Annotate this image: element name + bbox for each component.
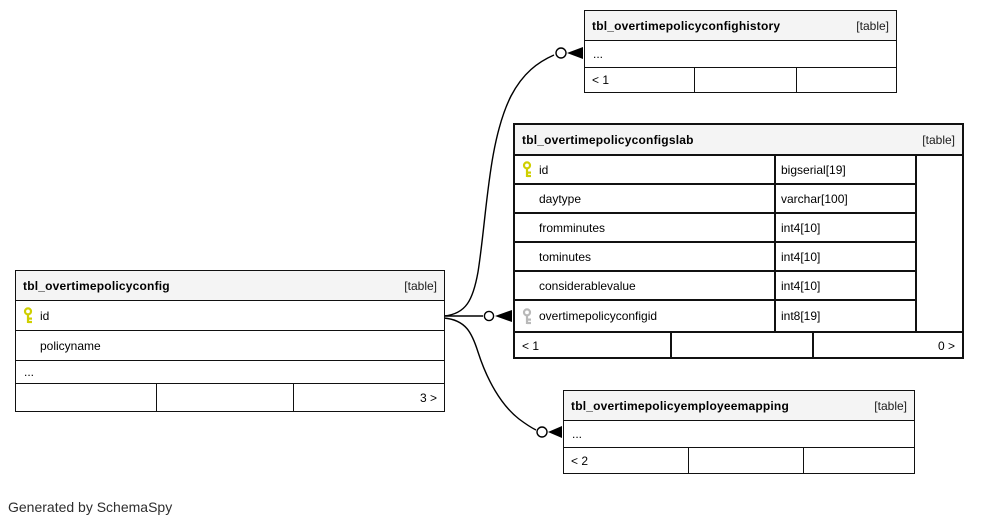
table-footer: < 1 [585, 68, 896, 92]
table-type-badge: [table] [922, 132, 955, 147]
table-node-config[interactable]: tbl_overtimepolicyconfig [table] id poli… [15, 270, 445, 412]
table-columns: id bigserial[19] daytype varchar[100] fr… [515, 156, 962, 333]
table-header[interactable]: tbl_overtimepolicyemployeemapping [table… [564, 391, 914, 421]
footer-cell: < 2 [571, 453, 589, 468]
column-type: int4[10] [774, 214, 915, 241]
table-node-employeemapping[interactable]: tbl_overtimepolicyemployeemapping [table… [563, 390, 915, 474]
zero-one-circle [555, 47, 567, 59]
table-header[interactable]: tbl_overtimepolicyconfigslab [table] [515, 125, 962, 156]
column-row-tominutes: tominutes int4[10] [515, 243, 915, 272]
table-footer: < 1 0 > [515, 333, 962, 359]
columns-ellipsis-row: ... [564, 421, 914, 448]
footer-cell [688, 448, 803, 473]
table-name: tbl_overtimepolicyconfig [23, 278, 170, 293]
table-type-badge: [table] [874, 398, 907, 413]
footer-cell [670, 333, 812, 359]
footer-cell: < 1 [592, 73, 610, 87]
table-node-confighistory[interactable]: tbl_overtimepolicyconfighistory [table] … [584, 10, 897, 93]
table-name: tbl_overtimepolicyemployeemapping [571, 398, 789, 413]
table-header[interactable]: tbl_overtimepolicyconfig [table] [16, 271, 444, 301]
columns-ellipsis-row: ... [16, 361, 444, 384]
column-row-fromminutes: fromminutes int4[10] [515, 214, 915, 243]
column-name: id [539, 162, 549, 177]
footer-cell: < 1 [522, 339, 540, 353]
table-type-badge: [table] [404, 278, 437, 293]
column-name: overtimepolicyconfigid [539, 309, 658, 323]
column-row-considerablevalue: considerablevalue int4[10] [515, 272, 915, 301]
table-node-configslab[interactable]: tbl_overtimepolicyconfigslab [table] id [513, 123, 964, 359]
column-row-id: id bigserial[19] [515, 156, 915, 185]
column-name: id [40, 308, 50, 323]
column-type: int8[19] [774, 301, 915, 331]
table-name: tbl_overtimepolicyconfigslab [522, 132, 694, 147]
relationship-line-config-configslab [444, 310, 512, 322]
footer-cell [796, 68, 896, 92]
table-footer: < 2 [564, 448, 914, 473]
zero-one-circle [536, 426, 548, 438]
primary-key-icon [522, 161, 532, 178]
footer-cell: 3 > [293, 384, 444, 411]
table-name: tbl_overtimepolicyconfighistory [592, 18, 781, 33]
column-type: int4[10] [774, 243, 915, 270]
foreign-key-icon [522, 307, 532, 324]
columns-ellipsis-row: ... [585, 41, 896, 68]
column-name: policyname [40, 338, 101, 353]
arrowhead [567, 47, 583, 59]
generator-credit: Generated by SchemaSpy [8, 499, 173, 515]
zero-one-circle [483, 310, 495, 322]
footer-cell [803, 448, 914, 473]
column-row-policyname: policyname [16, 331, 444, 361]
arrowhead [495, 310, 512, 322]
column-name: fromminutes [539, 220, 606, 235]
arrowhead [548, 426, 562, 438]
column-name: considerablevalue [539, 278, 636, 293]
column-row-daytype: daytype varchar[100] [515, 185, 915, 214]
table-footer: 3 > [16, 384, 444, 411]
column-row-overtimepolicyconfigid: overtimepolicyconfigid int8[19] [515, 301, 915, 331]
column-type: varchar[100] [774, 185, 915, 212]
column-type: int4[10] [774, 272, 915, 299]
table-header[interactable]: tbl_overtimepolicyconfighistory [table] [585, 11, 896, 41]
primary-key-icon [23, 307, 33, 324]
table-type-badge: [table] [856, 18, 889, 33]
relations-column [915, 156, 962, 331]
footer-cell [156, 384, 293, 411]
column-row-id: id [16, 301, 444, 331]
column-name: daytype [539, 191, 582, 206]
column-name: tominutes [539, 249, 592, 264]
footer-cell [16, 384, 156, 411]
footer-cell: 0 > [812, 333, 962, 359]
column-type: bigserial[19] [774, 156, 915, 183]
footer-cell [694, 68, 796, 92]
